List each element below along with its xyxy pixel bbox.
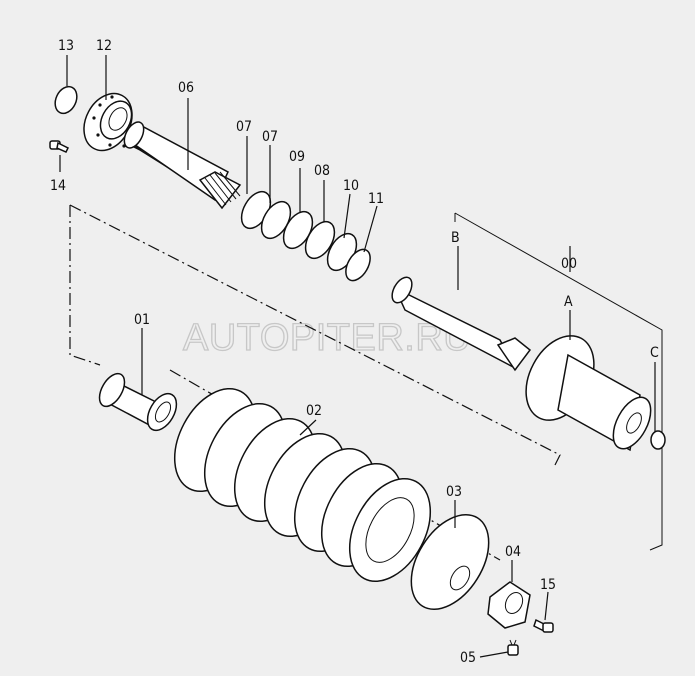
part-11-snap-ring [345,248,371,282]
part-08-ring [304,220,336,260]
part-A-tube [525,335,652,452]
watermark-text: AUTOPITER.RU [183,317,471,359]
label-09: 09 [289,149,305,165]
label-12: 12 [96,38,112,54]
label-10: 10 [343,178,359,194]
part-14-bolt [49,140,70,153]
part-02-spring [173,387,432,583]
label-07-b: 07 [262,129,278,145]
label-04: 04 [505,544,521,560]
label-02: 02 [306,403,322,419]
part-B-shaft [391,276,532,372]
part-C-o-ring [650,430,666,450]
part-06-rod [123,121,242,210]
label-11: 11 [368,191,384,207]
label-07-a: 07 [236,119,252,135]
part-12-flange [83,92,133,152]
label-B: B [451,230,460,246]
label-14: 14 [50,178,66,194]
label-15: 15 [540,577,556,593]
label-06: 06 [178,80,194,96]
part-01-bushing [98,372,178,432]
label-A: A [564,294,573,310]
label-00: 00 [561,256,577,272]
label-03: 03 [446,484,462,500]
part-03-seat [410,514,490,610]
part-05-bolt [507,639,519,656]
part-13-o-ring [54,85,78,115]
label-01: 01 [134,312,150,328]
label-C: C [650,345,659,361]
label-13: 13 [58,38,74,54]
leader-lines [59,55,656,658]
part-04-nut [487,581,531,629]
label-08: 08 [314,163,330,179]
label-05: 05 [460,650,476,666]
part-15-screw [533,618,554,633]
